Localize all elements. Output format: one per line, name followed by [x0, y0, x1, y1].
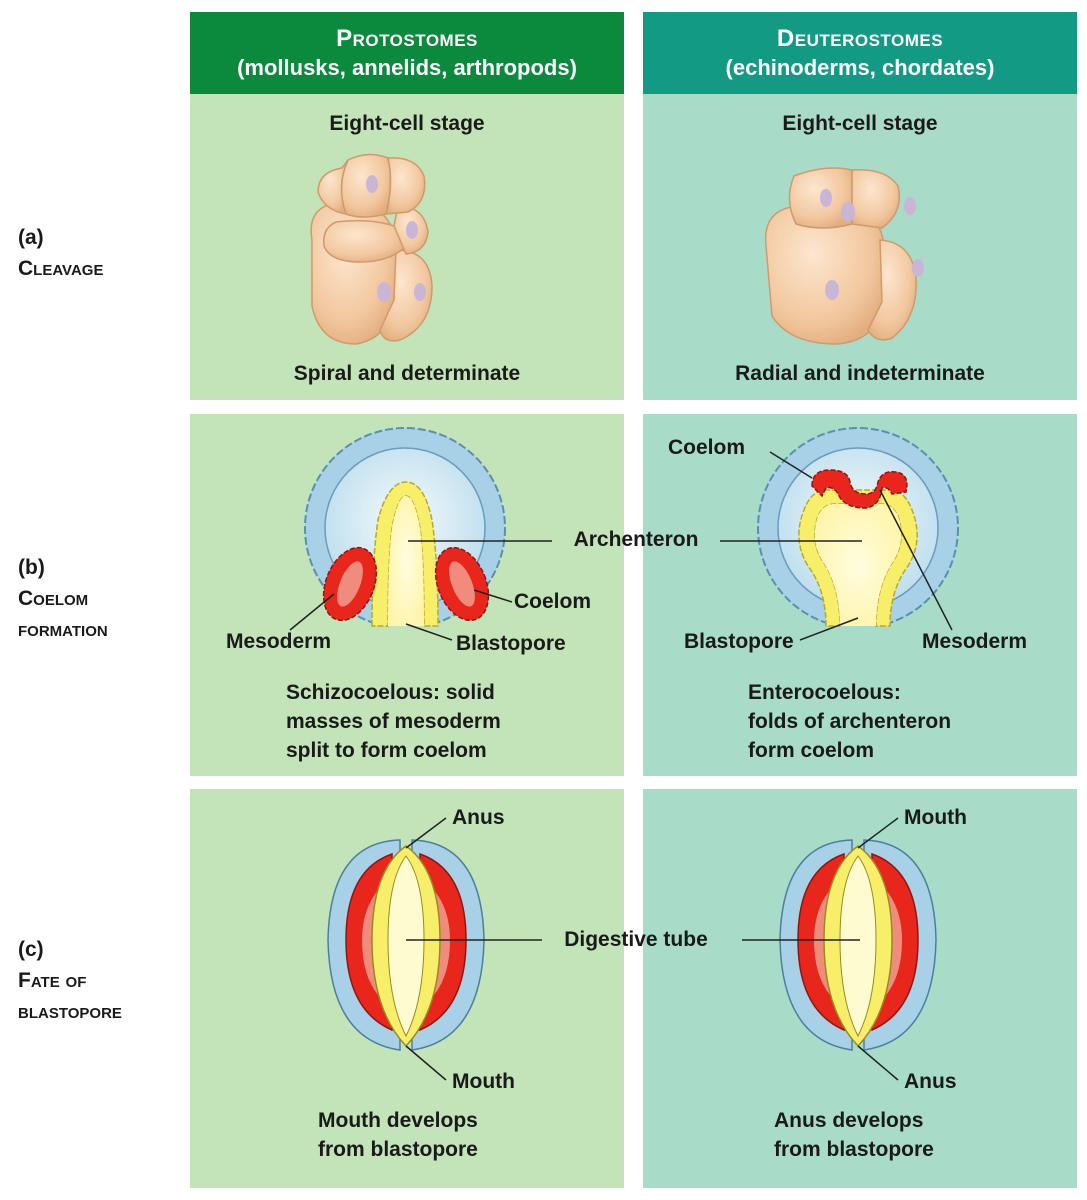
- row-c-name-2: blastopore: [18, 1000, 122, 1023]
- right-coelom-label: Coelom: [668, 436, 746, 459]
- row-c-name-1: Fate of: [18, 969, 87, 992]
- schizocoelous-caption-1: Schizocoelous: solid: [286, 681, 495, 704]
- deuterostomes-subtitle: (echinoderms, chordates): [725, 55, 995, 80]
- row-b-name-1: Coelom: [18, 587, 89, 610]
- row-c-label: (c) Fate of blastopore: [18, 934, 122, 1027]
- row-b-name-2: formation: [18, 618, 108, 641]
- left-mesoderm-label: Mesoderm: [226, 630, 332, 653]
- left-mouth-label: Mouth: [452, 1070, 515, 1093]
- row-a-label: (a) Cleavage: [18, 222, 103, 284]
- protostomes-title: Protostomes: [336, 25, 478, 52]
- protostomes-header: Protostomes (mollusks, annelids, arthrop…: [190, 12, 624, 94]
- schizocoelous-embryo: [304, 427, 506, 640]
- protostome-body-plan: [327, 839, 485, 1051]
- archenteron-label: Archenteron: [573, 528, 699, 551]
- mouth-develops-caption-1: Mouth develops: [318, 1109, 478, 1132]
- schizocoelous-caption-2: masses of mesoderm: [286, 710, 501, 733]
- right-blastopore-label: Blastopore: [684, 630, 794, 653]
- anus-develops-caption-2: from blastopore: [774, 1138, 934, 1161]
- enterocoelous-caption-2: folds of archenteron: [748, 710, 952, 733]
- row-c-letter: (c): [18, 938, 44, 961]
- row-a-name: Cleavage: [18, 257, 104, 280]
- digestive-tube-label: Digestive tube: [564, 928, 708, 951]
- row-a-letter: (a): [18, 226, 44, 249]
- row-b-label: (b) Coelom formation: [18, 552, 108, 645]
- left-blastopore-label: Blastopore: [456, 632, 566, 655]
- right-mouth-label: Mouth: [904, 806, 967, 829]
- leader-lines: [289, 451, 953, 1081]
- right-mesoderm-label: Mesoderm: [922, 630, 1028, 653]
- right-anus-label: Anus: [904, 1070, 957, 1093]
- deuterostomes-header: Deuterostomes (echinoderms, chordates): [643, 12, 1077, 94]
- spiral-caption: Spiral and determinate: [293, 362, 521, 385]
- enterocoelous-caption: Enterocoelous: folds of archenteron form…: [748, 678, 951, 765]
- protostomes-subtitle: (mollusks, annelids, arthropods): [237, 55, 577, 80]
- left-anus-label: Anus: [452, 806, 505, 829]
- left-coelom-label: Coelom: [514, 590, 592, 613]
- anus-develops-caption-1: Anus develops: [774, 1109, 924, 1132]
- radial-caption: Radial and indeterminate: [735, 362, 985, 385]
- right-eight-cell-label: Eight-cell stage: [782, 112, 938, 135]
- enterocoelous-caption-1: Enterocoelous:: [748, 681, 901, 704]
- schizocoelous-caption: Schizocoelous: solid masses of mesoderm …: [286, 678, 501, 765]
- mouth-develops-caption: Mouth develops from blastopore: [318, 1106, 478, 1164]
- left-eight-cell-label: Eight-cell stage: [329, 112, 485, 135]
- schizocoelous-caption-3: split to form coelom: [286, 739, 487, 762]
- mouth-develops-caption-2: from blastopore: [318, 1138, 478, 1161]
- radial-embryo: [764, 167, 924, 345]
- anus-develops-caption: Anus develops from blastopore: [774, 1106, 934, 1164]
- spiral-embryo: [310, 153, 433, 345]
- row-b-letter: (b): [18, 556, 45, 579]
- deuterostome-body-plan: [779, 839, 937, 1051]
- enterocoelous-caption-3: form coelom: [748, 739, 875, 762]
- deuterostomes-title: Deuterostomes: [776, 25, 944, 52]
- enterocoelous-embryo: [757, 427, 959, 640]
